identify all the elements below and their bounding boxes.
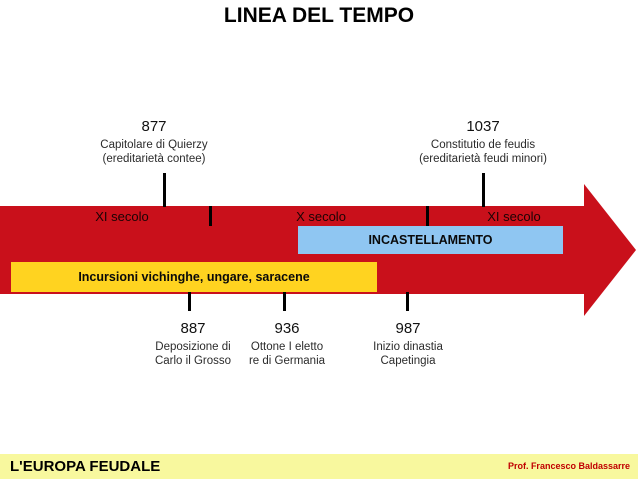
bottom-event-987: 987 Inizio dinastia Capetingia — [373, 320, 443, 368]
event-tick-877 — [163, 173, 166, 207]
century-divider-left — [209, 206, 212, 226]
event-caption-line: (ereditarietà contee) — [102, 153, 206, 166]
event-caption-line: Constitutio de feudis — [430, 139, 536, 152]
event-tick-887 — [188, 292, 191, 311]
event-tick-1037 — [482, 173, 485, 207]
century-label-right: XI secolo — [487, 209, 541, 224]
footer-lesson-title: L'EUROPA FEUDALE — [10, 458, 161, 475]
event-caption-line: Inizio dinastia — [373, 341, 443, 354]
footer-author: Prof. Francesco Baldassarre — [507, 461, 630, 471]
event-tick-987 — [406, 292, 409, 311]
event-caption-line: Deposizione di — [155, 341, 231, 354]
event-caption-line: Ottone I eletto — [250, 341, 324, 354]
incastellamento-band: INCASTELLAMENTO — [298, 226, 563, 254]
event-caption-line: Capetingia — [380, 355, 436, 368]
event-tick-936 — [283, 292, 286, 311]
event-caption-line: Carlo il Grosso — [154, 355, 232, 368]
century-label-center: X secolo — [296, 209, 346, 224]
top-event-1037: 1037 Constitutio de feudis (ereditarietà… — [419, 118, 547, 166]
event-year: 887 — [180, 320, 206, 337]
century-divider-right — [426, 206, 429, 226]
top-event-877: 877 Capitolare di Quierzy (ereditarietà … — [100, 118, 207, 166]
event-year: 1037 — [466, 118, 500, 135]
event-year: 987 — [395, 320, 421, 337]
bottom-event-936: 936 Ottone I eletto re di Germania — [249, 320, 325, 368]
event-year: 936 — [274, 320, 300, 337]
event-caption-line: re di Germania — [248, 355, 326, 368]
footer-bar: L'EUROPA FEUDALE Prof. Francesco Baldass… — [0, 454, 638, 479]
event-year: 877 — [141, 118, 167, 135]
timeline-arrow-head — [584, 184, 636, 316]
slide-title: LINEA DEL TEMPO — [223, 4, 415, 27]
incursioni-band: Incursioni vichinghe, ungare, saracene — [11, 262, 377, 292]
century-label-left: XI secolo — [95, 209, 149, 224]
event-caption-line: (ereditarietà feudi minori) — [419, 153, 547, 166]
event-caption-line: Capitolare di Quierzy — [100, 139, 208, 152]
bottom-event-887: 887 Deposizione di Carlo il Grosso — [155, 320, 231, 368]
